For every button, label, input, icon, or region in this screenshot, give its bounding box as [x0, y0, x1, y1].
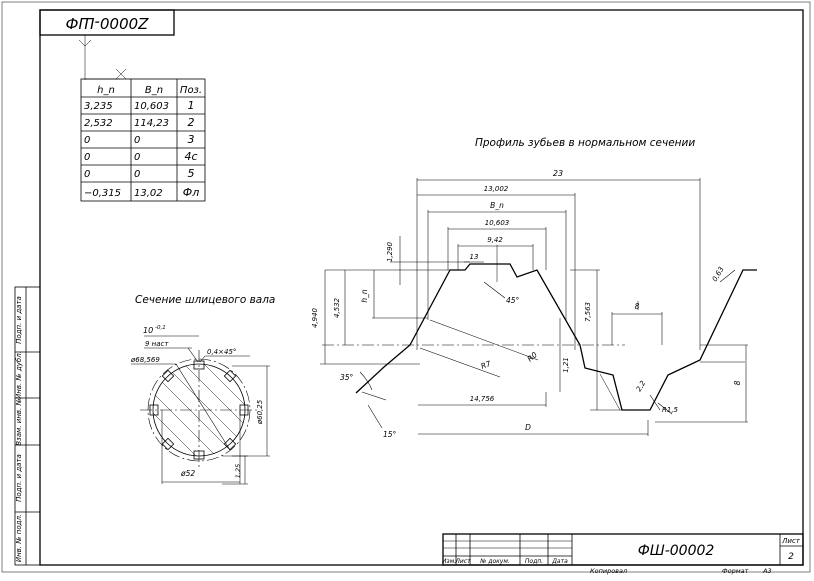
profile-dims-left: 1,290 h_n 4,940 4,532 35° 15°	[311, 236, 470, 439]
tb-col-izm: Изм.	[442, 558, 456, 565]
dim-d10: 10	[143, 326, 153, 335]
dim-width-b: 8	[733, 380, 742, 385]
table-cell: 0	[134, 169, 140, 180]
side-stamps: Подп. и дата Инв. № дубл. Взам. инв. № П…	[14, 286, 41, 566]
dim-height-1290: 1,290	[386, 241, 394, 262]
table-cell: 13,02	[134, 188, 163, 199]
sheet-frame	[1, 1, 811, 573]
dim-d52: ø52	[180, 469, 195, 478]
table-cell: 2,532	[84, 118, 113, 129]
table-cell: 0	[134, 152, 140, 163]
dim-label-13: 13	[470, 253, 479, 261]
profile-title: Профиль зубьев в нормальном сечении	[475, 137, 695, 149]
profile-dims-inner: 45° R7 R0 1,21 14,756 7,563 D 8 8 2,2 R1…	[418, 265, 748, 436]
table-cell: 4c	[184, 150, 197, 163]
designation-stamp-text: Z0000-ШФ	[66, 14, 150, 32]
table-cell: 3,235	[84, 101, 113, 112]
tb-sheet-number: 2	[788, 552, 794, 562]
spline-section	[140, 350, 258, 470]
dim-label-r0: R0	[526, 350, 540, 363]
tb-col-sign: Подп.	[525, 558, 543, 565]
dim-width-8: 8	[635, 302, 640, 311]
table-header-hn: h_n	[97, 85, 115, 96]
table-cell: 114,23	[134, 118, 169, 129]
table-cell: 10,603	[134, 101, 169, 112]
tb-copied: Копировал	[590, 567, 627, 575]
tb-format-value: A3	[762, 567, 772, 575]
dim-d68: ø68,569	[130, 356, 160, 364]
table-cell: −0,315	[84, 188, 121, 199]
dim-height-7563: 7,563	[584, 302, 592, 322]
dim-angle-15: 15°	[383, 430, 397, 439]
dim-width-13: 13,002	[484, 185, 509, 193]
section-title: Сечение шлицевого вала	[135, 294, 275, 306]
dim-width-9: 9,42	[487, 236, 503, 244]
dim-d60: ø60,25	[256, 399, 264, 425]
table-cell: 3	[188, 133, 195, 146]
dim-chamfer: 0,4×45°	[207, 348, 236, 356]
table-cell: 1	[188, 99, 195, 112]
dim-angle-45: 45°	[506, 296, 520, 305]
dim-width-14: 14,756	[470, 395, 495, 403]
tb-sheet-label: Лист	[781, 537, 801, 545]
table-cell: 0	[134, 135, 140, 146]
table-cell: 5	[188, 167, 195, 180]
table-header-bn: B_n	[145, 85, 163, 96]
table-cell: 0	[84, 169, 90, 180]
designation-stamp: Z0000-ШФ	[39, 9, 175, 36]
side-stamp-1: Подп. и дата	[15, 296, 23, 344]
section-dims: 10 -0,1 9 наст 0,4×45° ø68,569 ø60,25 ø5…	[130, 325, 270, 485]
tb-col-list: Лист	[454, 558, 471, 565]
table-cell: 2	[188, 116, 195, 129]
dim-radius-r7: R7	[480, 359, 493, 371]
side-stamp-5: Инв. № подл.	[15, 514, 23, 562]
dim-height-121: 1,21	[562, 357, 570, 373]
side-stamp-2: Инв. № дубл.	[15, 351, 23, 399]
title-block: Изм. Лист № докум. Подп. Дата ФШ-00002 Л…	[442, 533, 804, 575]
profile-dims-top: 23 13,002 B_n 10,603 9,42 13	[416, 169, 701, 350]
roughness-mark: 0,63	[711, 265, 726, 283]
dim-height-4940: 4,940	[311, 307, 319, 328]
dim-d10-tol: -0,1	[155, 325, 166, 331]
param-table: h_n B_n Поз. 3,235 10,603 1 2,532 114,23…	[80, 78, 206, 202]
tb-format-label: Формат	[722, 567, 749, 575]
dim-overall-width: 23	[553, 169, 563, 178]
table-header-pos: Поз.	[180, 85, 202, 96]
tb-designation: ФШ-00002	[638, 543, 715, 559]
dim-n-teeth: 9 наст	[145, 340, 169, 348]
table-leader	[78, 35, 127, 80]
dim-125: 1,25	[234, 464, 242, 478]
dim-label-22: 2,2	[635, 379, 648, 393]
dim-radius-r15: R1,5	[662, 406, 679, 414]
tb-col-date: Дата	[551, 558, 568, 565]
table-cell: 0	[84, 135, 90, 146]
tb-col-doc: № докум.	[479, 558, 510, 565]
dim-depth-d: D	[525, 423, 531, 432]
dim-width-10: 10,603	[485, 219, 510, 227]
dim-width-bn: B_n	[490, 201, 504, 210]
side-stamp-3: Взам. инв. №	[15, 398, 23, 446]
tooth-profile	[322, 245, 757, 411]
dim-angle-35: 35°	[340, 373, 354, 382]
side-stamp-4: Подп. и дата	[15, 454, 23, 502]
dim-hn: h_n	[360, 289, 369, 303]
table-cell: 0	[84, 152, 90, 163]
table-cell: Фл	[183, 186, 200, 199]
dim-height-4532: 4,532	[333, 297, 341, 318]
